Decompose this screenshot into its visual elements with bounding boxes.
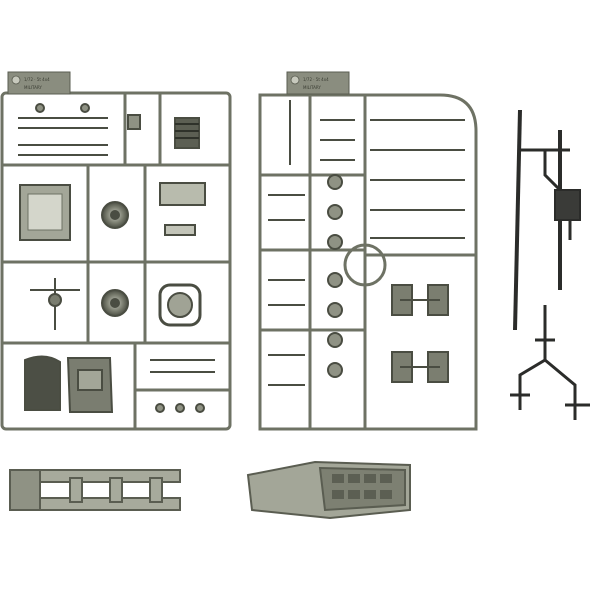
frame-crossmember	[109, 477, 123, 503]
tag-text-line2: MILITARY	[24, 85, 42, 90]
part-disc	[327, 234, 343, 250]
part-bellows	[174, 117, 200, 149]
sprue-right-frame	[258, 93, 478, 431]
chassis-drive-shaft	[518, 305, 547, 410]
part-knob	[155, 403, 165, 413]
part-grille-mesh	[27, 193, 63, 231]
frame-front-bumper	[9, 469, 41, 511]
part-disc	[327, 204, 343, 220]
frame-crossmember	[69, 477, 83, 503]
part-disc	[327, 362, 343, 378]
part-panel-small	[164, 224, 196, 236]
tag-text-line1: 1/72 · 5t 4x4	[303, 77, 329, 82]
sprue-right-tag: 1/72 · 5t 4x4 MILITARY	[286, 71, 350, 95]
part-disc	[327, 332, 343, 348]
chassis-black	[510, 109, 590, 420]
part-ring-disc	[167, 292, 193, 318]
tag-text-line1: 1/72 · 5t 4x4	[24, 77, 50, 82]
sprue-left	[0, 91, 232, 431]
sprue-left-parts	[18, 103, 215, 413]
part-seat	[24, 355, 61, 411]
assembled-body-shell	[246, 460, 411, 520]
part-cab-detail	[77, 369, 103, 391]
part-knob	[80, 103, 90, 113]
part-knob	[175, 403, 185, 413]
chassis-tank	[554, 189, 581, 221]
body-shell-grid	[332, 474, 392, 499]
sprue-right	[258, 93, 478, 431]
part-wheel-hub	[110, 210, 120, 220]
chassis-rail	[513, 109, 522, 331]
part-ring	[343, 243, 387, 287]
chassis-drive-shaft	[544, 358, 577, 420]
part-ring-frame	[158, 283, 202, 327]
part-knob	[195, 403, 205, 413]
part-small	[127, 114, 141, 130]
part-disc	[327, 174, 343, 190]
assembled-chassis-frame	[9, 469, 181, 511]
sprue-right-parts	[268, 100, 465, 386]
part-panel	[159, 182, 206, 206]
part-wheel-hub	[110, 298, 120, 308]
frame-crossmember	[149, 477, 163, 503]
tag-text-line2: MILITARY	[303, 85, 321, 90]
part-diff	[48, 293, 62, 307]
sprue-left-tag: 1/72 · 5t 4x4 MILITARY	[7, 71, 71, 95]
part-knob	[35, 103, 45, 113]
part-disc	[327, 302, 343, 318]
part-disc	[327, 272, 343, 288]
